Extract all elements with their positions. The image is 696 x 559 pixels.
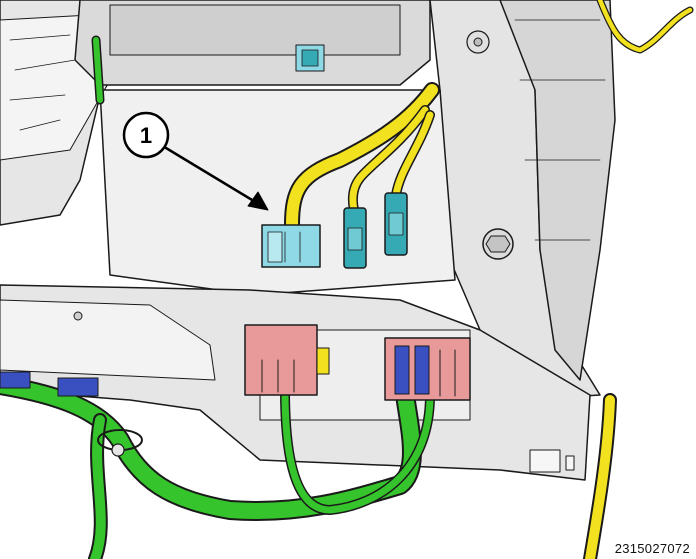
right-frame <box>429 0 616 401</box>
figure-id: 2315027072 <box>614 541 690 556</box>
yellow-harness-main <box>284 82 440 233</box>
green-harness <box>0 35 435 559</box>
callout-1-number: 1 <box>140 123 152 148</box>
pink-connector-right <box>384 337 471 401</box>
pink-connector-left <box>244 324 330 396</box>
blue-clip-left <box>0 371 99 397</box>
light-blue-connector <box>261 224 321 268</box>
bolt-large <box>482 228 514 260</box>
harness-clip <box>97 429 143 457</box>
teal-connector-left <box>343 207 367 269</box>
yellow-harness-right <box>583 0 694 559</box>
top-panel <box>74 0 431 86</box>
teal-connector-right <box>384 192 408 256</box>
bolt-upper-right <box>466 30 490 54</box>
callout-1 <box>122 111 269 211</box>
